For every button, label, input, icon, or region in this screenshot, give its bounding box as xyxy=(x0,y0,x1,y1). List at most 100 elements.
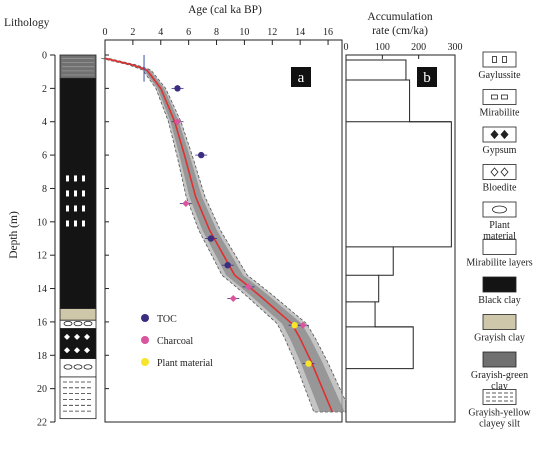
toc-point xyxy=(197,151,205,159)
mirabilite-mark xyxy=(74,205,77,212)
charcoal-point xyxy=(182,199,190,207)
plant-mark xyxy=(73,320,83,327)
legend-swatch xyxy=(482,164,517,180)
depth-tick-label: 12 xyxy=(37,251,47,262)
accumulation-title: Accumulation xyxy=(367,11,432,23)
legend-item-label: material xyxy=(483,231,516,242)
legend-swatch xyxy=(482,314,517,330)
mirabilite-mark xyxy=(82,175,85,182)
age-tick-label: 8 xyxy=(214,27,219,38)
age-tick-label: 16 xyxy=(323,27,333,38)
depth-tick-label: 10 xyxy=(37,217,47,228)
plant-mark xyxy=(83,364,93,370)
legend-item-label: clay xyxy=(491,381,508,392)
legend-item-label: Plant xyxy=(489,220,510,231)
mirabilite-mark xyxy=(66,220,69,227)
legend-swatch xyxy=(482,51,517,68)
lithology-unit xyxy=(59,308,97,321)
bloedite-icon xyxy=(490,167,499,177)
plant-mark xyxy=(63,320,73,327)
age-tick-label: 14 xyxy=(295,27,305,38)
mirabilite-mark xyxy=(66,205,69,212)
depth-tick-label: 2 xyxy=(42,84,47,95)
mirabilite-mark xyxy=(74,175,77,182)
legend-item-label: Gypsum xyxy=(483,145,517,156)
legend-item-label: Grayish clay xyxy=(474,333,525,344)
age-tick-label: 2 xyxy=(130,27,135,38)
depth-tick-label: 18 xyxy=(37,351,47,362)
legend-item-label: Black clay xyxy=(478,295,520,306)
depth-tick-label: 22 xyxy=(37,418,47,429)
gypsum-mark xyxy=(84,333,90,340)
lithology-unit xyxy=(59,77,97,309)
panel-b-frame xyxy=(345,54,456,423)
age-axis-title: Age (cal ka BP) xyxy=(188,4,262,16)
gypsum-mark xyxy=(84,347,90,354)
lithology-unit xyxy=(59,328,97,360)
mirabilite-mark xyxy=(74,190,77,197)
age-model-line xyxy=(104,57,333,413)
toc-point xyxy=(174,85,181,92)
plant-mark xyxy=(63,364,73,370)
mirabilite-mark xyxy=(82,220,85,227)
depth-axis-title: Depth (m) xyxy=(8,211,20,259)
plant-mark xyxy=(73,364,83,370)
gypsum-mark xyxy=(64,333,70,340)
legend-item-label: Bloedite xyxy=(483,183,517,194)
legend-marker xyxy=(141,358,149,366)
legend-swatch xyxy=(482,351,517,368)
accumulation-units: rate (cm/ka) xyxy=(372,25,428,37)
panel-a-label-box xyxy=(291,67,311,87)
legend-item-label: Gaylussite xyxy=(478,70,521,81)
depth-tick-label: 0 xyxy=(42,51,47,62)
lithology-legend: GaylussiteMirabiliteGypsumBloeditePlant … xyxy=(466,51,533,430)
depth-tick-label: 6 xyxy=(42,151,47,162)
depth-tick-label: 16 xyxy=(37,317,47,328)
age-tick-label: 6 xyxy=(186,27,191,38)
plant-point xyxy=(305,360,312,367)
lithology-unit xyxy=(59,376,97,420)
acc-tick-label: 0 xyxy=(344,42,349,53)
legend-swatch xyxy=(482,201,517,218)
depth-tick-label: 8 xyxy=(42,184,47,195)
gypsum-mark xyxy=(64,347,70,354)
toc-point xyxy=(207,235,215,242)
mirabilite-mark xyxy=(66,190,69,197)
lithology-column xyxy=(59,54,97,420)
panel-a-label: a xyxy=(298,70,305,86)
legend-label: Plant material xyxy=(157,358,213,369)
toc-point xyxy=(224,261,231,269)
mirabilite-icon xyxy=(491,94,498,100)
legend-swatch xyxy=(482,276,517,293)
mirabilite-mark xyxy=(66,175,69,182)
legend-swatch xyxy=(482,239,517,255)
acc-tick-label: 100 xyxy=(375,42,390,53)
legend-swatch xyxy=(482,89,517,105)
gaylussite-icon xyxy=(492,56,497,63)
legend-marker xyxy=(141,314,149,322)
gypsum-icon xyxy=(500,129,509,140)
mirabilite-icon xyxy=(501,94,508,100)
charcoal-point xyxy=(229,295,237,303)
gypsum-mark xyxy=(74,333,80,340)
age-tick-label: 4 xyxy=(158,27,163,38)
age-tick-label: 10 xyxy=(239,27,249,38)
depth-tick-label: 14 xyxy=(37,284,47,295)
legend-item-label: Grayish-green xyxy=(471,370,528,381)
mirabilite-mark xyxy=(82,205,85,212)
bloedite-icon xyxy=(500,167,509,177)
acc-tick-label: 300 xyxy=(448,42,463,53)
mirabilite-mark xyxy=(82,190,85,197)
charcoal-point xyxy=(245,283,253,291)
lithology-title: Lithology xyxy=(4,17,50,29)
gaylussite-icon xyxy=(502,56,507,63)
panel-b-label-box xyxy=(417,67,437,87)
depth-tick-label: 20 xyxy=(37,384,47,395)
legend-marker xyxy=(141,336,149,344)
legend-label: Charcoal xyxy=(157,336,193,347)
acc-tick-label: 200 xyxy=(411,42,426,53)
age-model-envelope-inner xyxy=(102,58,345,412)
